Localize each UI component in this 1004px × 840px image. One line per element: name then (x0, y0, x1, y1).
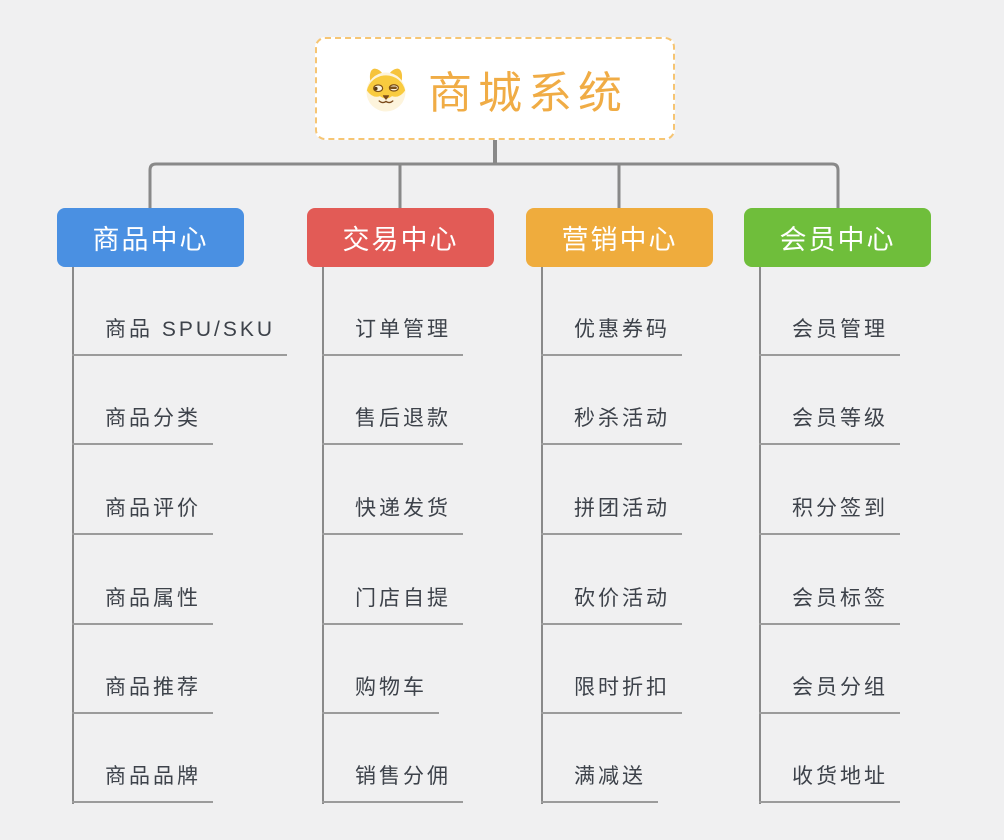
leaf-label: 快递发货 (355, 497, 451, 520)
leaf-label: 会员等级 (792, 407, 888, 430)
leaf-label: 秒杀活动 (574, 407, 670, 430)
leaf-label: 会员标签 (792, 587, 888, 610)
leaf-node[interactable]: 砍价活动 (541, 584, 682, 625)
leaf-node[interactable]: 会员管理 (759, 315, 900, 356)
leaf-label: 商品属性 (105, 587, 201, 610)
leaf-node[interactable]: 商品推荐 (72, 673, 213, 714)
branch-label: 会员中心 (779, 225, 896, 255)
leaf-label: 商品推荐 (105, 676, 201, 699)
branch-label: 交易中心 (342, 225, 459, 255)
leaf-label: 商品品牌 (105, 765, 201, 788)
branch-label: 营销中心 (561, 225, 678, 255)
leaf-label: 拼团活动 (574, 497, 670, 520)
leaf-label: 满减送 (574, 765, 646, 788)
branch-label: 商品中心 (92, 225, 209, 255)
leaf-node[interactable]: 限时折扣 (541, 673, 682, 714)
root-node[interactable]: 商城系统 (315, 37, 675, 140)
leaf-node[interactable]: 订单管理 (322, 315, 463, 356)
leaf-node[interactable]: 商品属性 (72, 584, 213, 625)
leaf-node[interactable]: 商品 SPU/SKU (72, 315, 288, 356)
branch-header[interactable]: 会员中心 (744, 208, 931, 267)
leaf-label: 会员管理 (792, 318, 888, 341)
branch-header[interactable]: 商品中心 (57, 208, 244, 267)
leaf-label: 优惠券码 (574, 318, 670, 341)
leaf-label: 收货地址 (792, 765, 888, 788)
leaf-label: 购物车 (355, 676, 427, 699)
leaf-node[interactable]: 秒杀活动 (541, 404, 682, 445)
leaf-node[interactable]: 销售分佣 (322, 762, 463, 803)
leaf-node[interactable]: 售后退款 (322, 404, 463, 445)
leaf-label: 销售分佣 (355, 765, 451, 788)
leaf-node[interactable]: 拼团活动 (541, 494, 682, 535)
leaf-node[interactable]: 商品品牌 (72, 762, 213, 803)
leaf-node[interactable]: 会员等级 (759, 404, 900, 445)
leaf-label: 商品分类 (105, 407, 201, 430)
leaf-node[interactable]: 优惠券码 (541, 315, 682, 356)
root-title: 商城系统 (428, 68, 628, 118)
leaf-node[interactable]: 购物车 (322, 673, 439, 714)
leaf-node[interactable]: 收货地址 (759, 762, 900, 803)
leaf-label: 售后退款 (355, 407, 451, 430)
leaf-node[interactable]: 满减送 (541, 762, 658, 803)
outer-bracket-line (148, 162, 840, 208)
leaf-label: 会员分组 (792, 676, 888, 699)
leaf-node[interactable]: 快递发货 (322, 494, 463, 535)
branch-header[interactable]: 营销中心 (526, 208, 713, 267)
leaf-node[interactable]: 商品评价 (72, 494, 213, 535)
leaf-node[interactable]: 门店自提 (322, 584, 463, 625)
leaf-node[interactable]: 积分签到 (759, 494, 900, 535)
leaf-label: 限时折扣 (574, 676, 670, 699)
leaf-label: 门店自提 (355, 587, 451, 610)
leaf-label: 砍价活动 (574, 587, 670, 610)
leaf-node[interactable]: 商品分类 (72, 404, 213, 445)
branch-connector-line (322, 267, 324, 804)
doge-icon (366, 68, 406, 111)
leaf-node[interactable]: 会员分组 (759, 673, 900, 714)
branch-connector-line (72, 267, 74, 804)
branch-connector-line (541, 267, 543, 804)
leaf-label: 商品 SPU/SKU (105, 318, 276, 341)
leaf-label: 订单管理 (355, 318, 451, 341)
leaf-node[interactable]: 会员标签 (759, 584, 900, 625)
leaf-label: 商品评价 (105, 497, 201, 520)
branch-header[interactable]: 交易中心 (307, 208, 494, 267)
leaf-label: 积分签到 (792, 497, 888, 520)
branch-connector-line (759, 267, 761, 804)
